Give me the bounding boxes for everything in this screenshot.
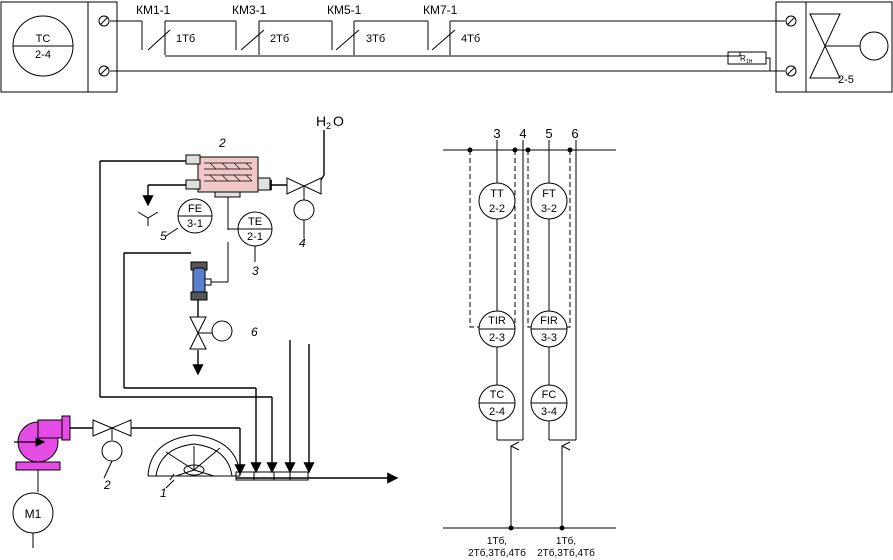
water-valve [286,177,322,238]
heat-exchanger-body [197,156,259,193]
pump [14,415,71,492]
position-number: 1 [160,486,167,500]
terminal-icon [98,65,110,77]
instrument-number: 2-1 [247,231,263,243]
valve-icon [809,13,841,48]
valve-icon [189,331,207,350]
bus-label: 1Тб, [487,535,507,547]
controller-number: 2-4 [35,49,51,61]
resistor-label: R [740,54,746,63]
terminal-icon [785,65,797,77]
contact-km1-1 [147,29,171,51]
instrument-code: TT [490,188,504,200]
instrument-code: FC [542,389,557,401]
position-number: 5 [160,229,167,243]
manual-valve [92,419,132,479]
instrument-code: FE [188,203,202,215]
instrument-ft [530,182,568,220]
actuator-icon [859,31,889,61]
contact-label: 2Тб [270,33,289,45]
valve-icon [286,177,306,195]
instrument-number: 2-2 [489,203,505,215]
instrument-code: TC [490,389,505,401]
contact-label: 3Тб [366,33,385,45]
instrument-code: TIR [488,315,506,327]
filter-body [192,267,206,295]
motor-label: M1 [25,507,42,521]
valve-icon [809,44,841,79]
line-number: 5 [545,126,552,141]
water-subscript: 2 [326,121,331,131]
position-number: 6 [251,325,258,339]
instrument-code: FIR [540,315,558,327]
valve-actuator-icon [101,440,123,462]
valve-icon [110,419,132,437]
instrument-code: FT [542,188,556,200]
instrument-number: 3-4 [541,406,557,418]
instrument-code: TE [248,216,262,228]
position-number: 3 [252,264,259,278]
contact-name: КМ7-1 [423,3,458,17]
pump-base [15,461,61,471]
filter-valve [189,316,233,350]
control-circuit [0,1,893,93]
instrument-number: 3-1 [187,218,203,230]
water-wheel [147,434,309,481]
valve-icon [92,419,114,437]
water-label-tail: O [333,113,344,129]
line-number: 6 [571,126,578,141]
bus-label: 2Тб,3Тб,4Тб [537,547,595,559]
instrument-number: 3-2 [541,203,557,215]
line-number: 4 [519,126,526,141]
contact-km7-1 [431,29,456,51]
contact-name: КМ3-1 [232,3,267,17]
position-number: 2 [218,136,226,150]
instrument-number: 2-3 [489,332,505,344]
trough [235,471,309,481]
valve-icon [189,316,207,335]
controller-code: TC [36,33,51,45]
instrument-loops [443,140,616,531]
line-number: 3 [493,126,500,141]
instrument-tt [478,182,516,220]
contact-km5-1 [335,29,360,51]
contact-km3-1 [240,29,265,51]
bus-label: 1Тб, [556,535,576,547]
position-number: 2 [103,478,111,492]
filter [190,242,229,301]
contact-name: КМ5-1 [327,3,362,17]
valve-actuator-icon [293,199,315,221]
instrument-number: 3-3 [541,332,557,344]
contact-label: 1Тб [176,33,195,45]
position-number: 4 [299,236,306,250]
contact-name: КМ1-1 [136,3,171,17]
terminal-icon [785,15,797,27]
bus-label: 2Тб,3Тб,4Тб [468,547,526,559]
actuator-number: 2-5 [838,74,854,86]
valve-icon [302,177,322,195]
terminal-icon [98,15,110,27]
actuator-panel [775,1,893,93]
valve-actuator-icon [211,320,233,342]
resistor-subscript: 1Н [746,59,753,65]
water-label: H [316,113,326,129]
instrument-number: 2-4 [489,406,505,418]
controller-panel [0,1,118,93]
drain-icon [137,211,159,226]
contact-label: 4Тб [461,33,480,45]
heat-exchanger [185,154,271,230]
